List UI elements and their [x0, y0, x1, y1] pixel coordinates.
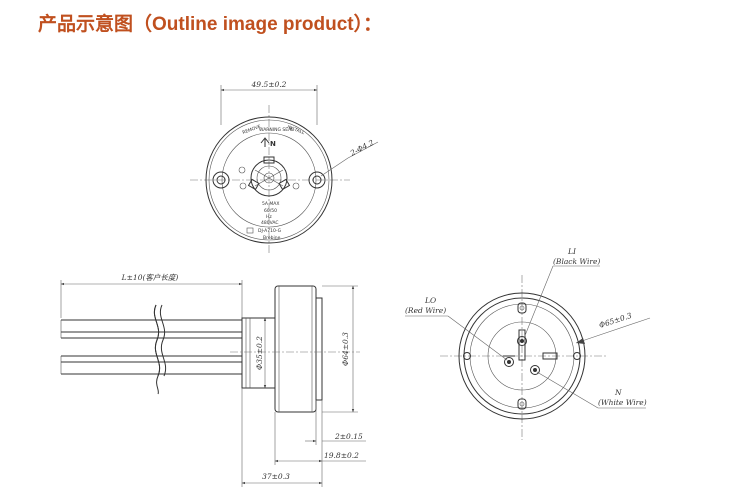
rating-2: 60/50	[264, 208, 277, 214]
n-label: N	[614, 388, 622, 397]
north-mark: N	[270, 140, 276, 148]
side-view: L±10(客户长度)	[60, 273, 366, 487]
page-title: 产品示意图（Outline image product）：	[38, 14, 383, 35]
bottom-dia-dim: Φ65±0.3	[598, 311, 633, 330]
li-label: LI	[567, 247, 577, 256]
n-wire: (White Wire)	[598, 398, 647, 407]
warning-text: WARNING SEAL	[259, 127, 294, 133]
li-wire: (Black Wire)	[553, 257, 600, 266]
lo-label: LO	[424, 296, 436, 305]
dim-37: 37±0.3	[262, 472, 290, 481]
bottom-view: LI (Black Wire) LO (Red Wire) N (White W…	[405, 247, 651, 440]
rating-1: 5A MAX	[262, 201, 279, 207]
top-view: 49.5±0.2 2-Φ4.2 N REMOVE INSTALL WARNING…	[190, 80, 379, 255]
dim-19: 19.8±0.2	[324, 451, 359, 460]
rating-3: Hz	[266, 214, 272, 220]
length-dim: L±10(客户长度)	[121, 273, 179, 282]
brand-text: Brebine	[263, 235, 281, 241]
lo-wire: (Red Wire)	[405, 306, 446, 315]
install-text: INSTALL	[286, 124, 305, 136]
small-dia-dim: Φ35±0.2	[255, 336, 264, 370]
dim-2: 2±0.15	[334, 432, 363, 441]
model-text: DJ-A710-G	[258, 228, 282, 234]
top-width-dim: 49.5±0.2	[251, 80, 287, 89]
rating-4: 480VAC	[261, 220, 279, 226]
large-dia-dim: Φ64±0.3	[341, 332, 350, 366]
hole-dim: 2-Φ4.2	[348, 138, 376, 158]
